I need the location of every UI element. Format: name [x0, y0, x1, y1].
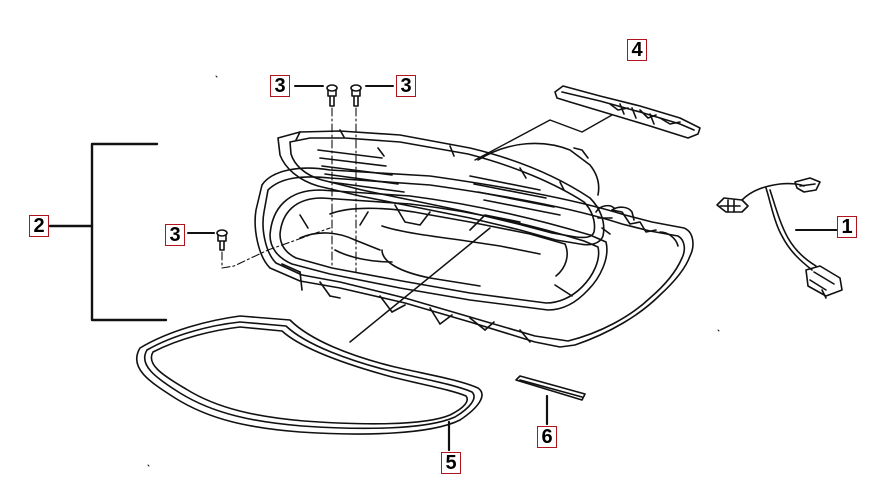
screw-right-upper — [350, 84, 362, 107]
callout-part-4: 4 — [627, 39, 647, 61]
trim-strip — [515, 375, 586, 401]
weatherstrip-seal — [135, 315, 483, 435]
callout-part-6: 6 — [537, 426, 557, 448]
screw-side — [216, 229, 228, 251]
callout-part-1: 1 — [837, 216, 857, 238]
leader-line-4 — [474, 114, 613, 161]
callout-part-3-side: 3 — [165, 224, 185, 246]
screw-axis-lines — [221, 107, 357, 273]
assembly-bracket — [48, 142, 168, 322]
callout-part-5: 5 — [441, 452, 461, 474]
tailgate-shell — [254, 167, 694, 348]
wiring-harness — [716, 177, 843, 299]
rear-light-bar — [554, 85, 701, 139]
tailgate-inner-frame — [269, 189, 608, 311]
stray-marks — [147, 75, 720, 467]
tailgate-upper-panel — [277, 129, 635, 246]
leader-line-2 — [349, 227, 491, 343]
callout-part-3-right: 3 — [396, 75, 416, 97]
screw-left-upper — [326, 84, 338, 107]
callout-part-2: 2 — [29, 215, 49, 237]
callout-part-3-left: 3 — [270, 75, 290, 97]
